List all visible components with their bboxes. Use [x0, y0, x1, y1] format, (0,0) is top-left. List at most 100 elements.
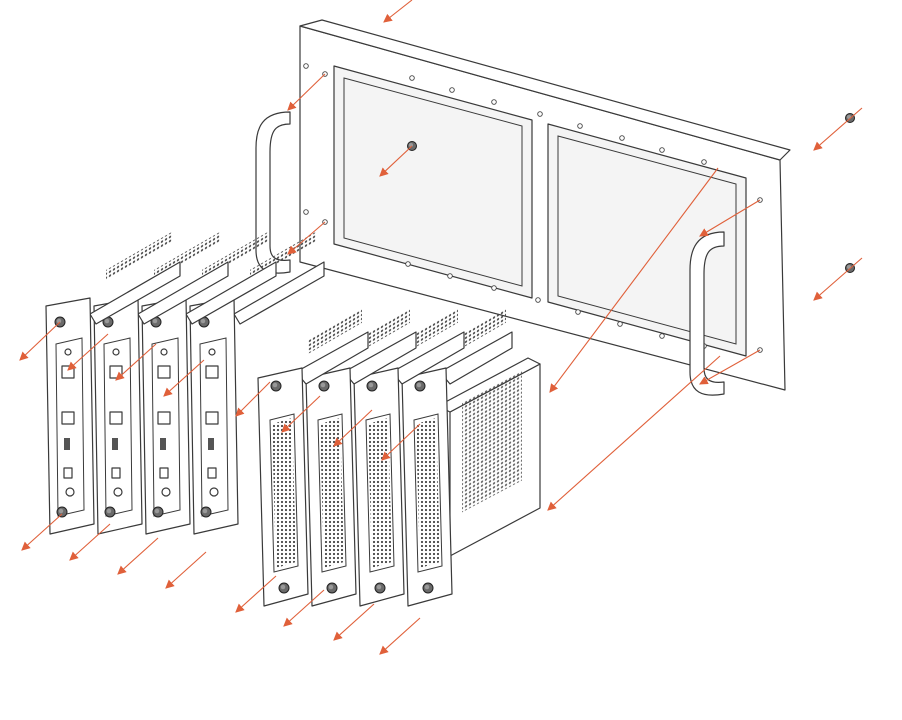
mounting-hole [617, 321, 623, 327]
power-jack-icon [65, 487, 75, 497]
vent-grille-icon [320, 418, 344, 568]
hdmi-port-icon [159, 467, 169, 479]
screw-icon [318, 380, 330, 392]
guide-arrow [115, 343, 157, 381]
guide-arrow [549, 167, 719, 393]
mounting-hole [535, 297, 541, 303]
led-indicator [112, 348, 120, 356]
guide-arrow [235, 575, 277, 613]
guide-arrow [813, 107, 863, 151]
usb-port-icon [208, 438, 214, 450]
mounting-hole [537, 111, 543, 117]
guide-arrow [19, 321, 61, 361]
guide-arrow [379, 145, 413, 177]
guide-arrow [117, 537, 159, 575]
usb-port-icon [160, 438, 166, 450]
screw-icon [366, 380, 378, 392]
vent-grille-icon [272, 418, 296, 568]
guide-arrow [813, 257, 863, 301]
guide-arrow [699, 199, 761, 237]
power-jack-icon [161, 487, 171, 497]
led-indicator [160, 348, 168, 356]
mounting-hole [447, 273, 453, 279]
mounting-hole [577, 123, 583, 129]
screw-icon [422, 582, 434, 594]
vent-grille-icon [308, 308, 362, 354]
screw-icon [56, 506, 68, 518]
power-jack-icon [113, 487, 123, 497]
rj45-port-icon [61, 411, 75, 425]
guide-arrow [69, 523, 111, 561]
mounting-hole [303, 209, 309, 215]
vented-module [305, 308, 417, 607]
screw-icon [200, 506, 212, 518]
module-stack [45, 231, 541, 607]
rack-plate [299, 19, 791, 391]
guide-arrow [67, 333, 109, 371]
screw-icon [152, 506, 164, 518]
rj45-port-icon [205, 365, 219, 379]
guide-arrow [21, 513, 63, 551]
rj45-port-icon [157, 365, 171, 379]
screw-icon [198, 316, 210, 328]
screw-icon [278, 582, 290, 594]
io-module [141, 231, 277, 535]
vent-grille-icon [404, 308, 458, 354]
power-jack-icon [209, 487, 219, 497]
rack-handle-left-icon [255, 111, 291, 274]
guide-arrow [379, 617, 421, 655]
guide-arrow [287, 73, 326, 111]
mounting-hole [701, 159, 707, 165]
mounting-hole [303, 63, 309, 69]
rj45-port-icon [109, 411, 123, 425]
guide-arrow [235, 381, 271, 417]
vent-grille-icon [368, 418, 392, 568]
guide-arrow [163, 359, 205, 397]
mounting-hole [659, 333, 665, 339]
vented-module [401, 308, 513, 607]
io-module [93, 231, 229, 535]
vented-module [257, 308, 369, 607]
guide-arrow [333, 409, 373, 447]
guide-arrow [381, 423, 421, 461]
guide-arrow [383, 0, 413, 23]
led-indicator [64, 348, 72, 356]
mounting-hole [409, 75, 415, 81]
rack-handle-right-icon [689, 231, 725, 396]
mounting-hole [449, 87, 455, 93]
usb-port-icon [112, 438, 118, 450]
screw-icon [326, 582, 338, 594]
guide-arrow [699, 349, 761, 385]
rj45-port-icon [61, 365, 75, 379]
vent-grille-icon [452, 308, 506, 354]
hdmi-port-icon [63, 467, 73, 479]
screw-icon [414, 380, 426, 392]
usb-port-icon [64, 438, 70, 450]
mounting-hole [575, 309, 581, 315]
mounting-hole [491, 285, 497, 291]
screw-icon [374, 582, 386, 594]
guide-arrow [281, 395, 321, 433]
assembly-guide-arrows [19, 0, 863, 655]
vent-grille-icon [356, 308, 410, 354]
rj45-port-icon [205, 411, 219, 425]
vented-module [353, 308, 465, 607]
hdmi-port-icon [207, 467, 217, 479]
guide-arrow [165, 551, 207, 589]
mounting-hole [619, 135, 625, 141]
vent-grille-icon [106, 231, 172, 280]
screw-icon [104, 506, 116, 518]
vent-grille-icon [416, 418, 440, 568]
guide-arrow [283, 589, 325, 627]
rack-window-left [333, 65, 533, 299]
mounting-hole [405, 261, 411, 267]
led-indicator [208, 348, 216, 356]
hdmi-port-icon [111, 467, 121, 479]
guide-arrow [547, 355, 721, 511]
rj45-port-icon [157, 411, 171, 425]
guide-arrow [333, 603, 375, 641]
enclosure-module [437, 357, 541, 557]
screw-icon [270, 380, 282, 392]
